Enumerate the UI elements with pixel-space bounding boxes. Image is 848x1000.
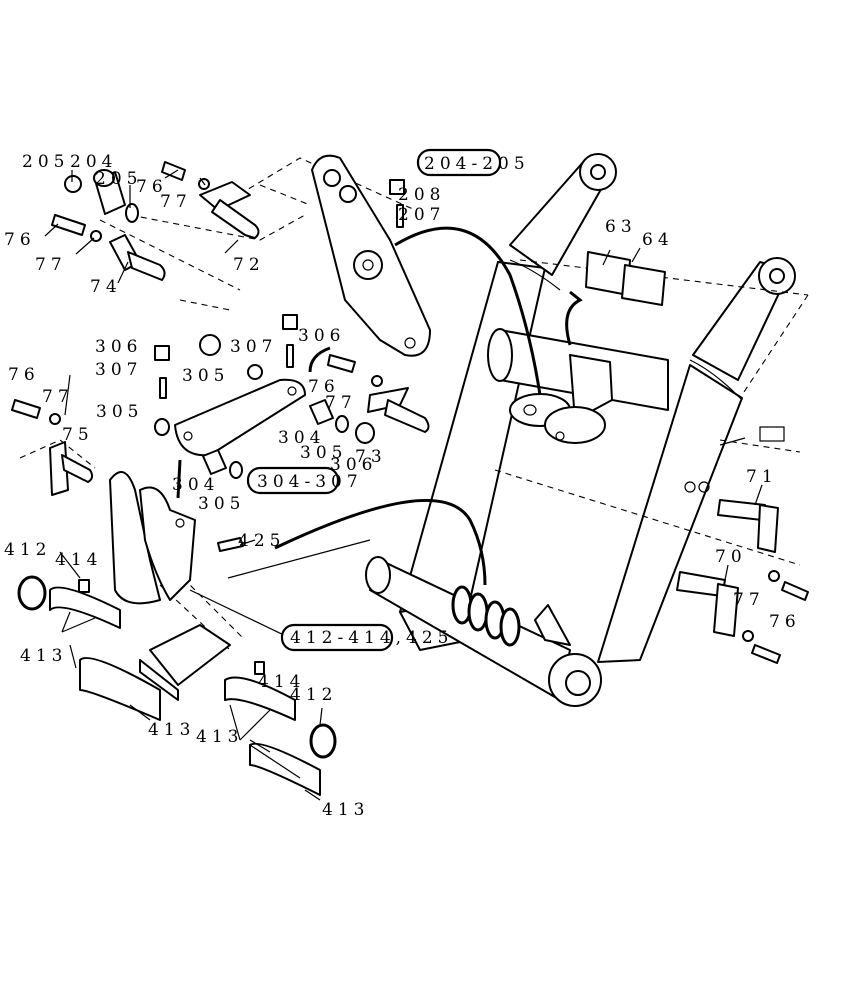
callout-27: 73	[355, 447, 387, 467]
callout-15: 306	[298, 326, 345, 346]
callout-24: 304	[278, 428, 325, 448]
reference-labels: 204-205 304-307 412-414,425	[257, 154, 530, 648]
pins	[11, 161, 809, 796]
callout-25: 305	[300, 443, 347, 463]
callout-7: 72	[233, 255, 265, 275]
leader-lines	[44, 169, 785, 801]
callout-6: 77	[35, 255, 67, 275]
callout-16: 307	[230, 337, 277, 357]
callout-11: 63	[605, 217, 637, 237]
callout-31: 70	[715, 547, 747, 567]
callout-20: 305	[96, 402, 143, 422]
link-plate	[311, 154, 431, 357]
callout-21: 75	[62, 425, 94, 445]
callout-12: 64	[642, 230, 674, 250]
callout-19: 77	[42, 387, 74, 407]
callout-22: 76	[308, 377, 340, 397]
callout-8: 74	[90, 277, 122, 297]
callout-28: 304	[172, 475, 219, 495]
callout-14: 307	[95, 360, 142, 380]
callout-4: 77	[160, 192, 192, 212]
callout-2: 205	[95, 169, 142, 189]
callout-33: 76	[769, 612, 801, 632]
callout-35: 412	[4, 540, 51, 560]
callout-labels: 205 204 205 76 77 76 77 72 74 208 207 63…	[4, 152, 801, 820]
reference-204-205: 204-205	[424, 154, 530, 174]
callout-40: 413	[148, 720, 195, 740]
callout-37: 413	[20, 646, 67, 666]
reference-412-414-425: 412-414,425	[290, 628, 454, 648]
reference-pills	[246, 148, 502, 652]
callout-9: 208	[398, 185, 445, 205]
callout-39: 412	[290, 685, 337, 705]
loader-frame	[365, 153, 796, 707]
callout-34: 425	[238, 531, 285, 551]
callout-41: 413	[196, 727, 243, 747]
callout-26: 306	[330, 455, 377, 475]
callout-23: 77	[325, 393, 357, 413]
callout-13: 306	[95, 337, 142, 357]
bellcrank	[109, 471, 196, 605]
reference-304-307: 304-307	[257, 472, 363, 492]
callout-30: 71	[746, 467, 778, 487]
rear-lever	[174, 378, 306, 457]
callout-38: 414	[258, 672, 305, 692]
flow-arrows	[176, 226, 583, 639]
callout-18: 76	[8, 365, 40, 385]
callout-0: 205	[22, 152, 69, 172]
callout-1: 204	[70, 152, 117, 172]
callout-29: 305	[198, 494, 245, 514]
callout-42: 413	[322, 800, 369, 820]
callout-3: 76	[136, 177, 168, 197]
callout-17: 305	[182, 366, 229, 386]
callout-36: 414	[55, 550, 102, 570]
bushing-block	[139, 624, 231, 701]
callout-5: 76	[4, 230, 36, 250]
callout-32: 77	[733, 590, 765, 610]
callout-10: 207	[398, 205, 445, 225]
